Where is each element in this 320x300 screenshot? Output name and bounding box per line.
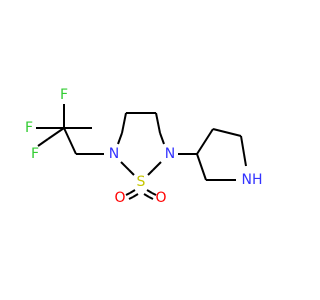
sulfonyl-bonds bbox=[125, 189, 157, 200]
sulfur-label: S bbox=[137, 174, 146, 190]
ethyl-linker-bonds bbox=[63, 127, 104, 155]
pyrrolidine-nh-label: NH bbox=[242, 172, 263, 188]
fluorine-left-label: F bbox=[25, 120, 33, 136]
molecule-structure: F F F N N S O O NH bbox=[0, 0, 300, 300]
nitrogen-1-label: N bbox=[109, 146, 119, 162]
oxygen-left-label: O bbox=[114, 190, 125, 206]
fluorine-bottom-left-label: F bbox=[31, 146, 39, 162]
pyrrolidine-ring-bonds bbox=[178, 128, 247, 181]
trifluoromethyl-bonds bbox=[36, 104, 92, 147]
thiadiazolidine-ring-bonds bbox=[117, 112, 165, 176]
oxygen-right-label: O bbox=[155, 190, 166, 206]
canvas-background bbox=[0, 0, 300, 300]
fluorine-top-label: F bbox=[60, 87, 68, 103]
nitrogen-2-label: N bbox=[165, 146, 175, 162]
